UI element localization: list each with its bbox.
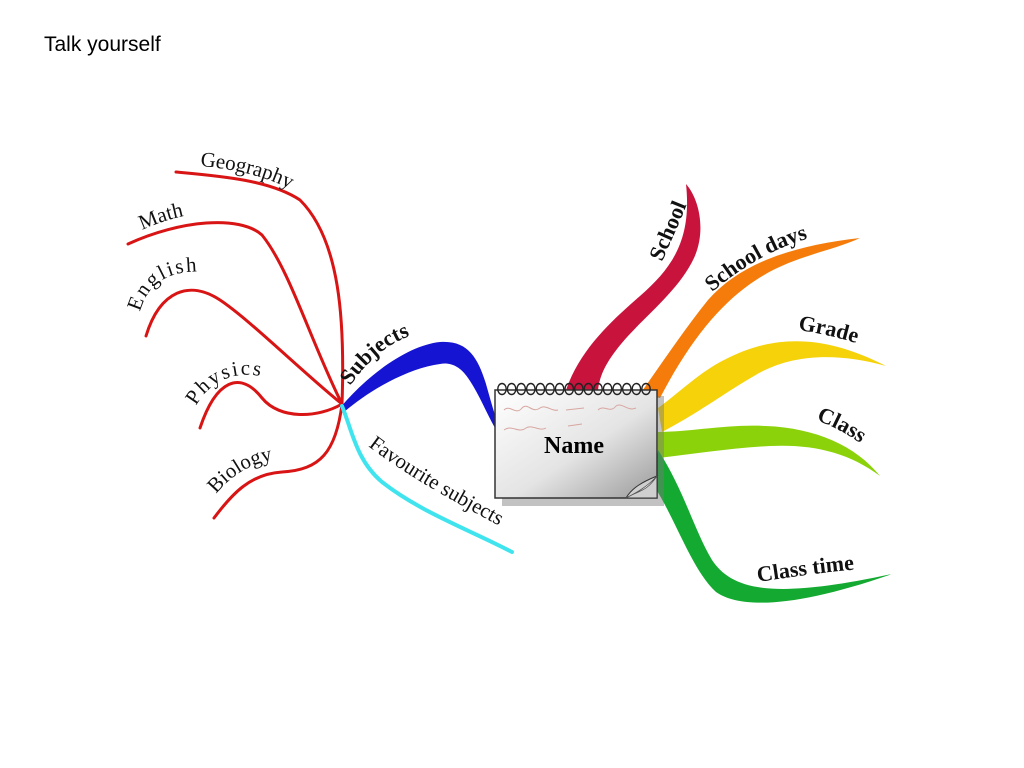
spiral-ring bbox=[631, 382, 642, 396]
geography-branch bbox=[174, 170, 345, 406]
class-branch bbox=[658, 425, 880, 476]
label-geography: Geography bbox=[200, 147, 299, 194]
school-days-branch bbox=[640, 238, 860, 398]
spiral-ring bbox=[525, 382, 536, 396]
label-class-time: Class time bbox=[755, 550, 855, 587]
class-time-branch bbox=[654, 450, 892, 603]
spiral-ring bbox=[612, 382, 623, 396]
spiral-ring bbox=[602, 382, 613, 396]
school-branch bbox=[566, 184, 701, 390]
slide-title: Talk yourself bbox=[44, 33, 161, 56]
center-notepad[interactable]: Name bbox=[494, 382, 664, 507]
spiral-ring bbox=[516, 382, 527, 396]
center-label: Name bbox=[544, 433, 604, 459]
physics-branch bbox=[198, 381, 344, 430]
spiral-ring bbox=[506, 382, 517, 396]
spiral-ring bbox=[535, 382, 546, 396]
spiral-ring bbox=[573, 382, 584, 396]
spiral-ring bbox=[554, 382, 565, 396]
label-math: Math bbox=[135, 197, 186, 234]
spiral-ring bbox=[545, 382, 555, 396]
subjects-branch bbox=[340, 341, 505, 440]
grade-branch bbox=[658, 341, 886, 432]
subject-twigs bbox=[126, 170, 345, 520]
spiral-ring bbox=[497, 382, 507, 396]
label-physics: Physics bbox=[180, 356, 265, 409]
spiral-ring bbox=[593, 382, 603, 396]
spiral-ring bbox=[583, 382, 594, 396]
favourite-subjects-branch bbox=[340, 404, 514, 554]
notepad-scribbles bbox=[503, 404, 637, 431]
biology-branch bbox=[212, 402, 344, 520]
spiral-ring bbox=[621, 382, 632, 396]
math-branch bbox=[126, 221, 344, 406]
spiral-binding bbox=[497, 382, 651, 396]
spiral-ring bbox=[564, 382, 575, 396]
english-branch bbox=[144, 288, 344, 406]
spiral-ring bbox=[641, 382, 651, 396]
